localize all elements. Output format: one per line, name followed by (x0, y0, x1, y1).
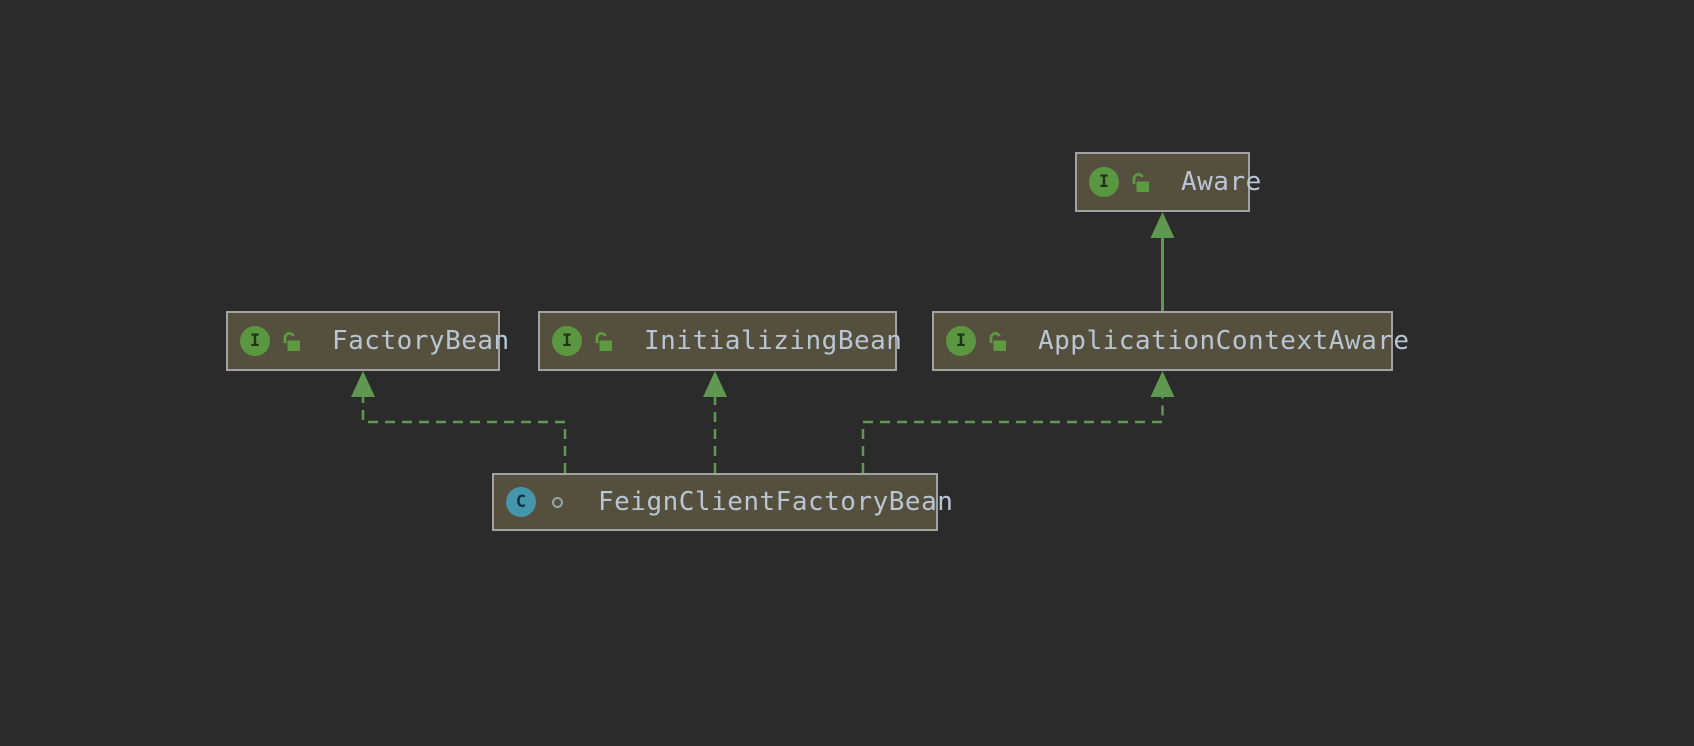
edge-feignclientfactorybean-implements-applicationcontextaware (863, 371, 1175, 473)
interface-icon-letter: I (562, 331, 572, 351)
class-icon-letter: C (516, 492, 526, 512)
edge-feignclientfactorybean-implements-initializingbean (703, 371, 727, 473)
interface-icon: I (240, 326, 270, 356)
package-local-visibility-icon (546, 490, 568, 514)
node-label-applicationcontextaware: ApplicationContextAware (1038, 326, 1410, 356)
interface-icon-letter: I (956, 331, 966, 351)
public-lock-icon (986, 329, 1008, 353)
interface-icon: I (1089, 167, 1119, 197)
arrowhead-implements-factorybean (351, 371, 375, 397)
node-label-factorybean: FactoryBean (332, 326, 510, 356)
arrowhead-implements-applicationcontextaware (1151, 371, 1175, 397)
edge-feignclientfactorybean-implements-factorybean (351, 371, 565, 473)
public-lock-icon (1129, 170, 1151, 194)
interface-icon-letter: I (1099, 172, 1109, 192)
interface-icon-letter: I (250, 331, 260, 351)
interface-icon: I (946, 326, 976, 356)
node-aware[interactable]: I Aware (1075, 152, 1250, 212)
interface-icon: I (552, 326, 582, 356)
arrowhead-extends-aware (1151, 212, 1175, 238)
edge-applicationcontextaware-extends-aware (1151, 212, 1175, 312)
arrowhead-implements-initializingbean (703, 371, 727, 397)
node-factorybean[interactable]: I FactoryBean (226, 311, 500, 371)
node-label-feignclientfactorybean: FeignClientFactoryBean (598, 487, 953, 517)
node-applicationcontextaware[interactable]: I ApplicationContextAware (932, 311, 1393, 371)
node-label-aware: Aware (1181, 167, 1262, 197)
node-initializingbean[interactable]: I InitializingBean (538, 311, 897, 371)
public-lock-icon (592, 329, 614, 353)
public-lock-icon (280, 329, 302, 353)
class-icon: C (506, 487, 536, 517)
node-label-initializingbean: InitializingBean (644, 326, 902, 356)
node-feignclientfactorybean[interactable]: C FeignClientFactoryBean (492, 473, 938, 531)
